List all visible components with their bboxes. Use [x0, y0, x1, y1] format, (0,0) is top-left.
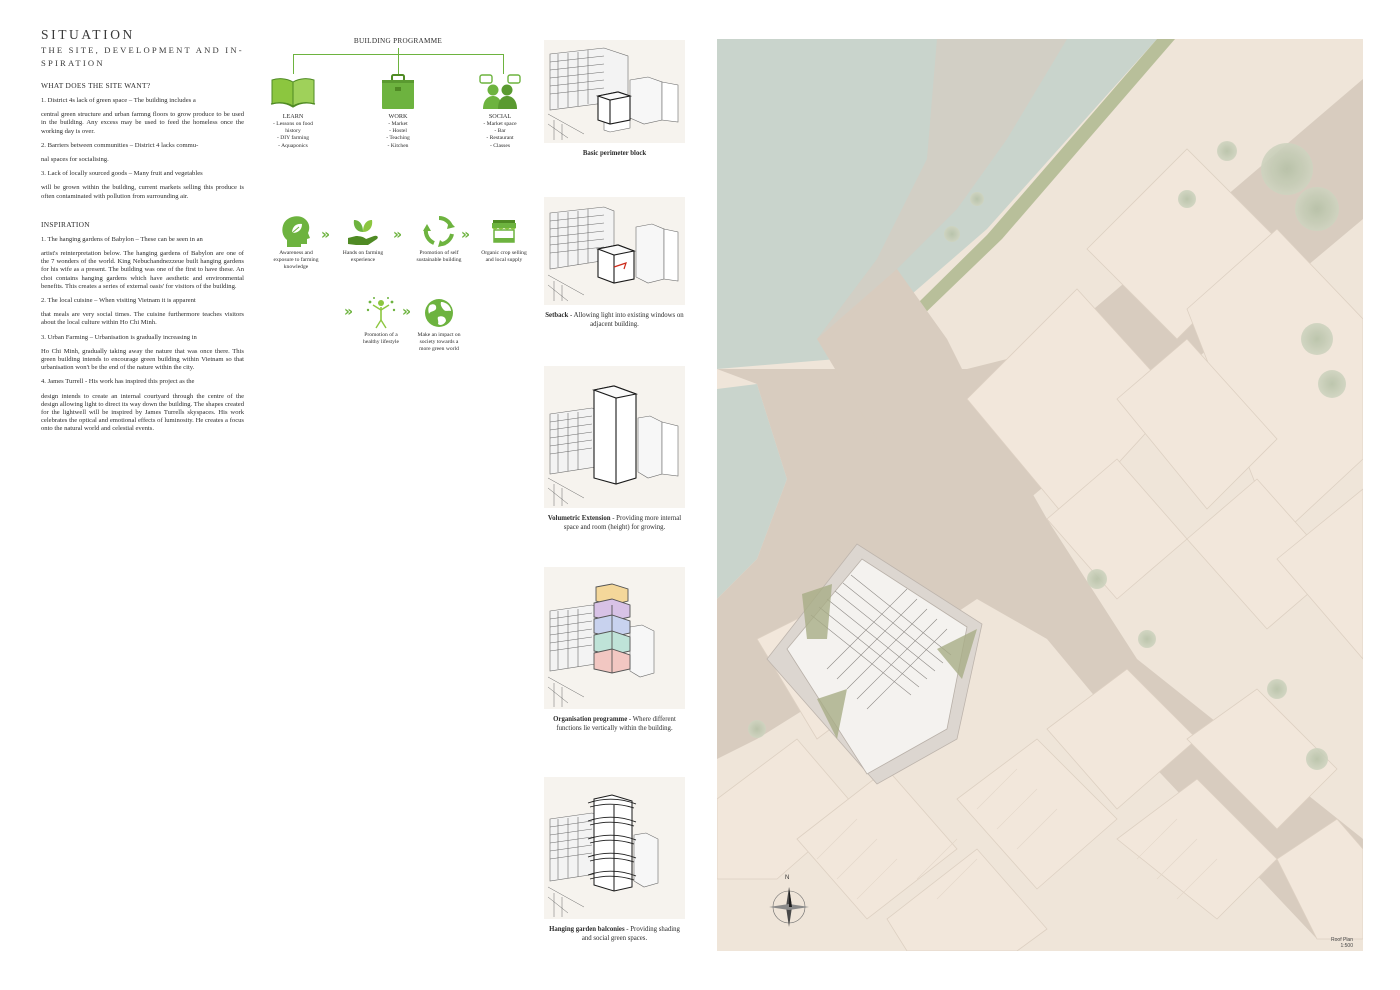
- massing-drawing: [544, 197, 685, 305]
- connector-line: [503, 54, 504, 74]
- plan-scale-label: Roof Plan 1:500: [1331, 937, 1353, 949]
- massing-drawing: [544, 366, 685, 508]
- north-label: N: [785, 875, 790, 881]
- site-want-point: 2. Barriers between communities – Distri…: [41, 141, 199, 164]
- site-roof-plan: N Roof Plan 1:500: [717, 39, 1363, 951]
- massing-step-balconies: Hanging garden balconies - Providing sha…: [544, 777, 685, 943]
- massing-caption: Setback - Allowing light into existing w…: [545, 312, 684, 328]
- north-arrow: [769, 887, 809, 927]
- massing-step-basic-block: Basic perimeter block: [544, 40, 685, 158]
- step-hands-on: Hands on farming experience: [332, 214, 394, 264]
- inspiration-point: 2. The local cuisine – When visiting Vie…: [41, 297, 244, 327]
- briefcase-icon: [374, 74, 422, 110]
- massing-drawing: [544, 40, 685, 143]
- chevron-right-icon: »: [321, 227, 330, 243]
- step-self-sustainable: Promotion of self sustainable building: [408, 214, 470, 264]
- book-icon: [269, 74, 317, 110]
- programme-item-work: WORK - Market - Hostel - Teaching - Kitc…: [360, 74, 436, 150]
- programme-item-learn: LEARN - Lessons on food history - DIY fa…: [255, 74, 331, 150]
- building-programme-diagram: BUILDING PROGRAMME LEARN - Lessons on fo…: [258, 34, 543, 364]
- page-subtitle: THE SITE, DEVELOPMENT AND IN- SPIRATION: [41, 45, 244, 68]
- massing-step-setback: Setback - Allowing light into existing w…: [544, 197, 685, 329]
- step-organic-selling: Organic crop selling and local supply: [473, 214, 535, 264]
- recycle-icon: [422, 214, 456, 248]
- chevron-right-icon: »: [402, 304, 411, 320]
- hand-plant-icon: [346, 214, 380, 248]
- globe-icon: [422, 296, 456, 330]
- chevron-right-icon: »: [344, 304, 353, 320]
- inspiration-point: 3. Urban Farming – Urbanisation is gradu…: [41, 333, 244, 372]
- massing-caption: Basic perimeter block: [582, 150, 647, 157]
- programme-item-social: SOCIAL - Market space - Bar - Restaurant…: [462, 74, 538, 150]
- programme-title: BUILDING PROGRAMME: [353, 37, 443, 45]
- site-wants-heading: WHAT DOES THE SITE WANT?: [41, 81, 151, 90]
- site-want-point: 1. District 4s lack of green space – The…: [41, 97, 244, 135]
- site-description-column: SITUATION THE SITE, DEVELOPMENT AND IN- …: [41, 28, 244, 434]
- head-leaf-icon: [279, 214, 313, 248]
- inspiration-heading: INSPIRATION: [41, 219, 90, 229]
- inspiration-point: 4. James Turrell - His work has inspired…: [41, 378, 244, 433]
- step-awareness: Awareness and exposure to farming knowle…: [265, 214, 327, 271]
- massing-step-volumetric-extension: Volumetric Extension - Providing more in…: [544, 366, 685, 532]
- connector-line: [293, 54, 294, 74]
- connector-line: [398, 54, 399, 74]
- massing-caption: Volumetric Extension - Providing more in…: [547, 515, 682, 531]
- site-want-point: 3. Lack of locally sourced goods – Many …: [41, 170, 244, 200]
- massing-drawing: [544, 777, 685, 919]
- massing-drawing: [544, 567, 685, 709]
- massing-step-organisation: Organisation programme - Where different…: [544, 567, 685, 733]
- people-chat-icon: [476, 74, 524, 110]
- healthy-figure-icon: [364, 296, 398, 330]
- massing-caption: Hanging garden balconies - Providing sha…: [549, 926, 680, 942]
- inspiration-point: 1. The hanging gardens of Babylon – Thes…: [41, 235, 244, 290]
- step-healthy-lifestyle: Promotion of a healthy lifestyle: [350, 296, 412, 346]
- chevron-right-icon: »: [461, 227, 470, 243]
- connector-line: [398, 48, 399, 54]
- step-green-world: Make an impact on society towards a more…: [408, 296, 470, 353]
- massing-caption: Organisation programme - Where different…: [553, 716, 676, 732]
- page-title: SITUATION: [41, 27, 135, 42]
- proposed-building-roof: [766, 543, 983, 785]
- market-stall-icon: [487, 214, 521, 248]
- chevron-right-icon: »: [393, 227, 402, 243]
